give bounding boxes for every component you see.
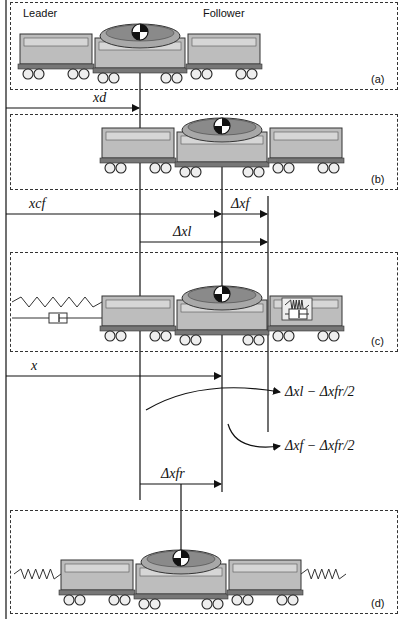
damper-symbol (59, 318, 102, 319)
spring-symbol (301, 569, 346, 579)
follower-car (186, 34, 262, 79)
leader-car (100, 128, 176, 173)
center-mark (173, 558, 181, 566)
dashed-panel: (d) (10, 510, 398, 614)
spring-symbol (12, 297, 102, 307)
center-mark (181, 550, 189, 558)
robot-disc (182, 286, 262, 310)
robot-disc (188, 287, 256, 303)
leader-car (18, 34, 94, 79)
dimension-arrow (140, 483, 221, 484)
dimension-label: x (30, 358, 38, 374)
follower-device (282, 298, 312, 320)
robot-disc (182, 118, 262, 142)
dimension-label: Δxfr (160, 466, 186, 482)
dashed-panel: Leader Follower (a) (10, 2, 398, 90)
panel-label: (c) (371, 335, 384, 347)
dimension-label: Δxf (230, 196, 250, 212)
center-mark (173, 550, 189, 566)
center-mark (222, 118, 230, 126)
panel-label: (b) (371, 173, 384, 185)
center-mark (214, 118, 230, 134)
curved-arrow (228, 424, 280, 447)
center-mark (222, 286, 230, 294)
leader-car (100, 296, 176, 341)
leader-car (59, 560, 135, 605)
robot-disc (141, 550, 221, 574)
car-name: Leader (23, 7, 57, 19)
dashed-panel: (b) (10, 114, 398, 190)
dimension-label: Δxl (172, 224, 192, 240)
robot-disc (100, 24, 180, 48)
dashed-panel: (c) (10, 252, 398, 352)
reference-line (267, 196, 268, 432)
panel-label: (d) (371, 597, 384, 609)
center-mark (132, 32, 140, 40)
center-mark (132, 24, 148, 40)
dimension-label: Δxl − Δxfr/2 (284, 384, 355, 400)
reference-line (180, 484, 181, 556)
follower-car (227, 560, 303, 605)
dimension-arrow (6, 375, 221, 376)
center-mark (214, 286, 230, 302)
dimension-arrow (222, 213, 267, 214)
damper-symbol (299, 314, 309, 315)
follower-car (268, 296, 344, 341)
frame-line (5, 0, 6, 619)
car-name: Follower (203, 7, 245, 19)
center-mark (214, 126, 222, 134)
robot-disc (188, 119, 256, 135)
spring-symbol (14, 569, 61, 579)
dimension-arrow (6, 213, 221, 214)
center-mark (140, 24, 148, 32)
panel-label: (a) (371, 73, 384, 85)
dimension-arrow (140, 241, 267, 242)
center-mark (214, 294, 222, 302)
robot-disc (106, 25, 174, 41)
dimension-arrow (6, 107, 139, 108)
robot-disc (147, 551, 215, 567)
dimension-label: Δxf − Δxfr/2 (284, 438, 355, 454)
dimension-label: xcf (28, 196, 46, 212)
curved-arrow (146, 388, 280, 410)
dimension-label: xd (92, 90, 107, 106)
follower-car (268, 128, 344, 173)
